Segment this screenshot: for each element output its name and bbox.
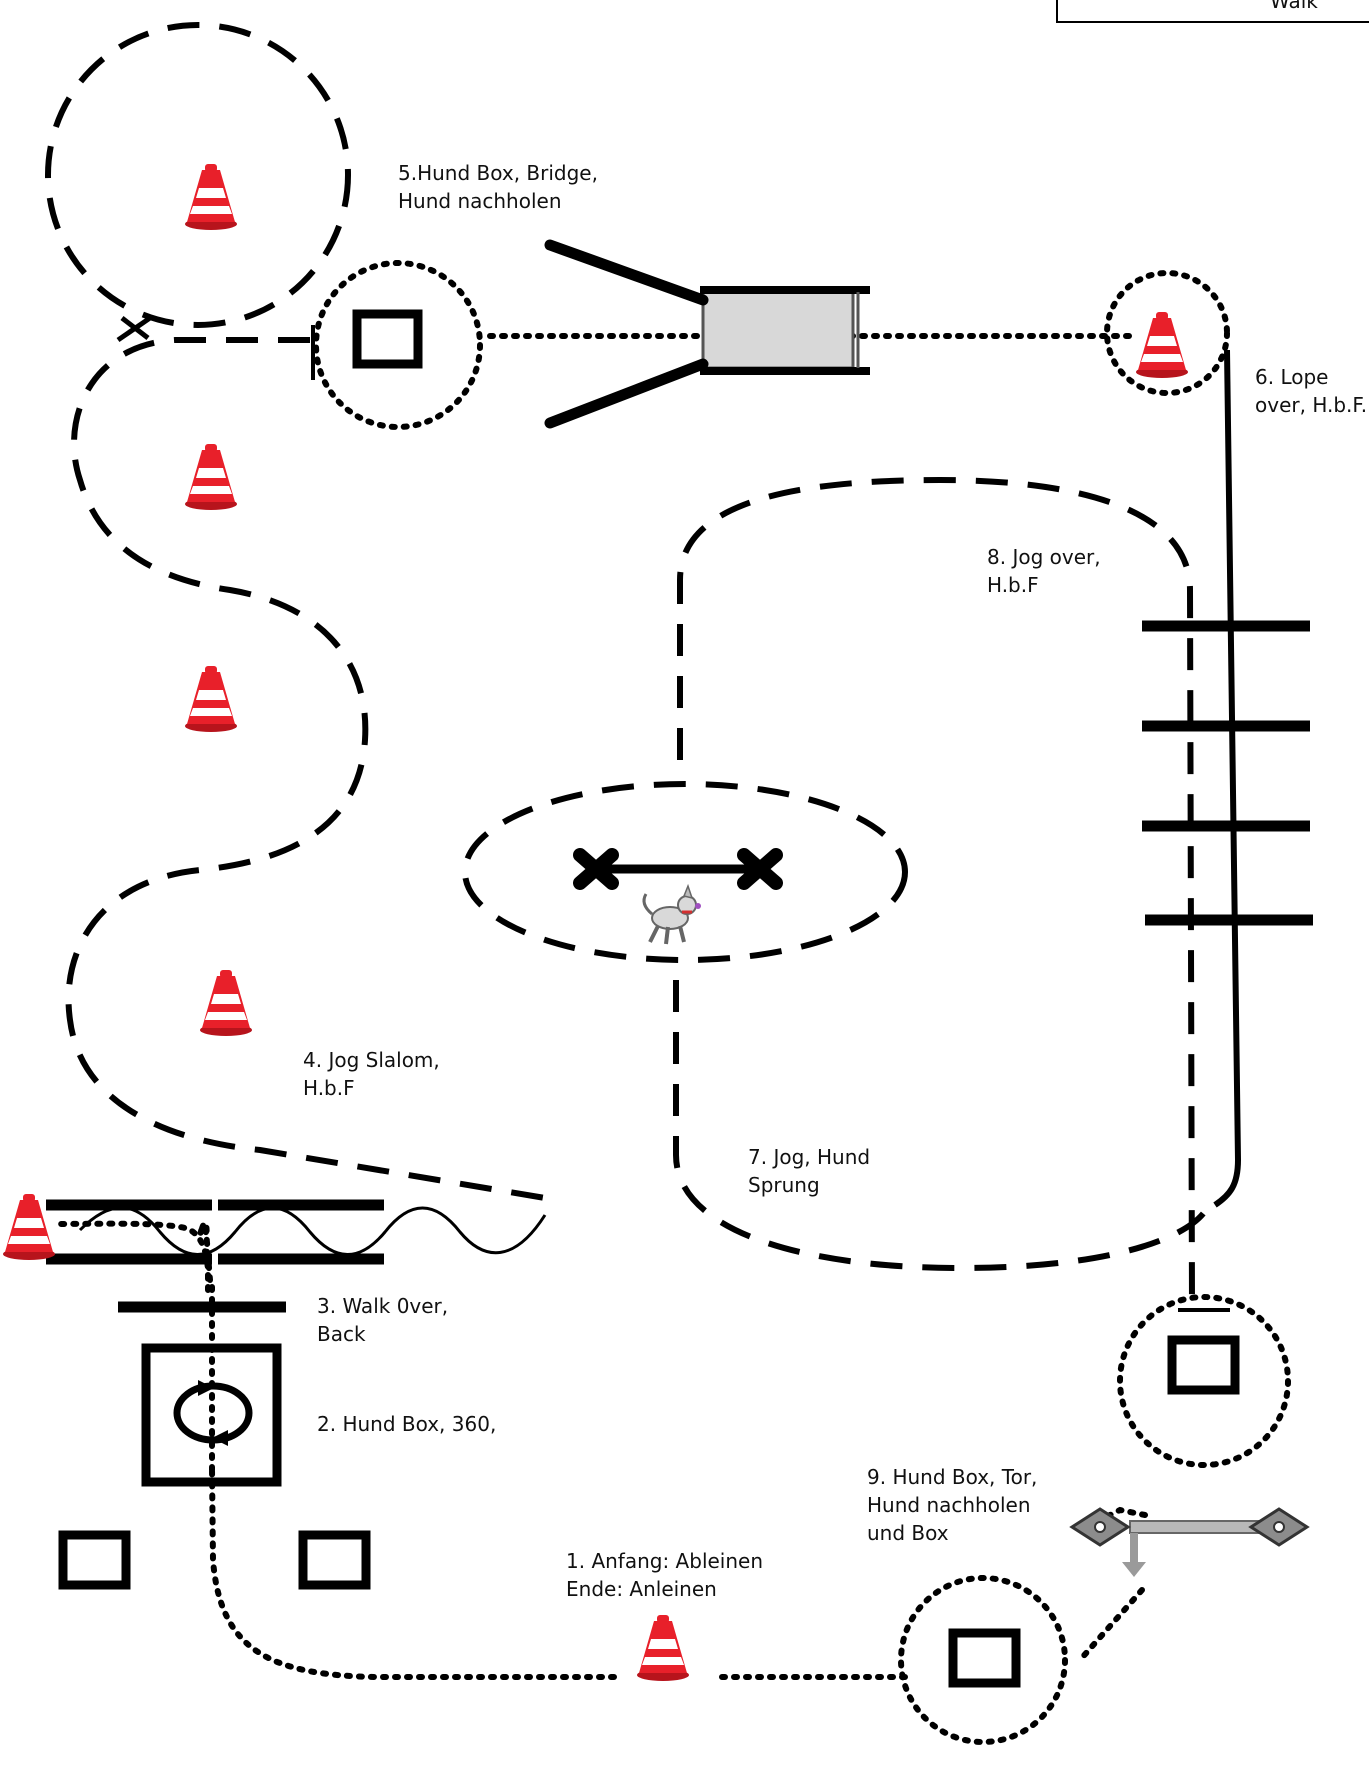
box-station-2 (141, 1343, 282, 1487)
walk-path-start-to-s2 (209, 1467, 617, 1680)
box-right (298, 1530, 371, 1590)
jog-path-s7-bottom (673, 980, 1213, 1272)
label-s5-line2: Hund nachholen (398, 189, 562, 213)
jog-path-loop-7-8 (677, 476, 1195, 1306)
label-s9-line2: Hund nachholen (867, 1493, 1031, 1517)
wavy-line-back (78, 1206, 547, 1256)
label-station-7: 7. Jog, Hund Sprung (748, 1145, 870, 1197)
box-station-9 (1167, 1335, 1240, 1395)
label-s7-line1: 7. Jog, Hund (748, 1145, 870, 1169)
cross-mark-start-b (120, 316, 150, 340)
label-s4-line1: 4. Jog Slalom, (303, 1048, 440, 1072)
label-station-2: 2. Hund Box, 360, (317, 1412, 496, 1436)
poles-station-3 (46, 1199, 384, 1313)
label-s9-line1: 9. Hund Box, Tor, (867, 1465, 1037, 1489)
traffic-cone-icon (637, 1615, 689, 1681)
label-station-3: 3. Walk 0ver, Back (317, 1294, 448, 1346)
label-station-5: 5.Hund Box, Bridge, Hund nachholen (398, 161, 598, 213)
jump-obstacle (573, 848, 783, 890)
walk-circle-box5 (313, 260, 483, 430)
label-s1-line1: 1. Anfang: Ableinen (566, 1549, 763, 1573)
walk-circle-box9 (1117, 1294, 1291, 1468)
box-station-5 (352, 309, 423, 369)
box-left (58, 1530, 131, 1590)
label-station-1: 1. Anfang: Ableinen Ende: Anleinen (566, 1549, 763, 1601)
label-s8-line1: 8. Jog over, (987, 545, 1101, 569)
walk-path-gate-to-box1 (1077, 1587, 1145, 1663)
label-s8-line2: H.b.F (987, 573, 1039, 597)
label-s6-line1: 6. Lope (1255, 365, 1328, 389)
label-s6-line2: over, H.b.F. (1255, 393, 1367, 417)
jog-circle-cone5 (45, 22, 351, 328)
traffic-cone-icon (200, 970, 252, 1036)
label-station-9: 9. Hund Box, Tor, Hund nachholen und Box (867, 1465, 1037, 1545)
label-s9-line3: und Box (867, 1521, 949, 1545)
jog-path-slalom (65, 337, 546, 1201)
label-s4-line2: H.b.F (303, 1076, 355, 1100)
traffic-cone-icon (185, 444, 237, 510)
jog-ellipse-jump (462, 781, 908, 963)
walk-circle-box1 (898, 1575, 1068, 1745)
bridge-icon (544, 239, 870, 429)
traffic-cone-icon (185, 164, 237, 230)
label-s3-line2: Back (317, 1322, 366, 1346)
label-s7-line2: Sprung (748, 1173, 820, 1197)
traffic-cone-icon (1136, 312, 1188, 378)
label-station-8: 8. Jog over, H.b.F (987, 545, 1101, 597)
label-s3-line1: 3. Walk 0ver, (317, 1294, 448, 1318)
walk-path-s9-gate (1077, 1506, 1148, 1533)
dog-icon (642, 883, 701, 945)
rotate-360-icon (173, 1380, 253, 1446)
traffic-cone-icon (185, 666, 237, 732)
label-s5-line1: 5.Hund Box, Bridge, (398, 161, 598, 185)
label-s1-line2: Ende: Anleinen (566, 1577, 717, 1601)
gate-icon (1069, 1507, 1310, 1577)
box-station-1 (948, 1628, 1021, 1688)
label-station-6: 6. Lope over, H.b.F. (1255, 365, 1367, 417)
legend-walk-label: Walk (1270, 0, 1318, 13)
label-station-4: 4. Jog Slalom, H.b.F (303, 1048, 440, 1100)
lope-path-s6 (1213, 349, 1242, 1208)
label-s2-line1: 2. Hund Box, 360, (317, 1412, 496, 1436)
legend-box: Walk (1056, 0, 1369, 23)
walk-circle-cone6 (1104, 270, 1230, 396)
